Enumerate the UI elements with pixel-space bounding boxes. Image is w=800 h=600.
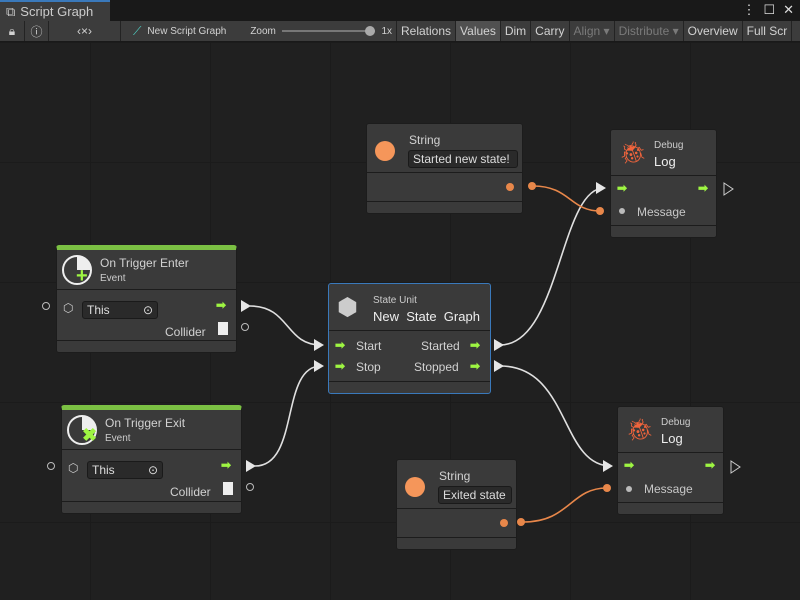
graph-breadcrumb: ⟋ New Script Graph Zoom 1x [121, 21, 397, 41]
node-title: New State Graph [373, 309, 480, 324]
bug-icon: 🐞︎ [619, 140, 647, 165]
relations-button[interactable]: Relations [397, 21, 457, 41]
wire-exit-stop [254, 365, 322, 467]
message-label: Message [637, 205, 686, 219]
string-node-2[interactable]: String Exited state [396, 459, 517, 550]
enter-arrow-icon[interactable]: ➡ [624, 458, 635, 472]
distribute-dropdown[interactable]: Distribute ▾ [615, 21, 684, 41]
full-screen-button[interactable]: Full Scr [743, 21, 793, 41]
graph-icon: ⧉ [6, 3, 16, 19]
node-category: Debug [661, 417, 691, 428]
gameobject-cube-icon: ⬡ [63, 301, 74, 315]
debug-log-node-2[interactable]: 🐞︎ Debug Log ➡ ➡ Message [617, 406, 724, 515]
message-port[interactable] [619, 208, 625, 214]
node-subtitle: Event [100, 273, 126, 284]
string-output-port[interactable] [506, 183, 514, 191]
collider-doc-icon [218, 322, 228, 335]
node-title: On Trigger Exit [105, 416, 186, 430]
zoom-label: Zoom [250, 25, 276, 37]
string-icon [375, 141, 395, 161]
lock-icon[interactable]: 🔒︎ [0, 21, 25, 41]
target-field[interactable]: This⊙ [87, 461, 163, 479]
graph-name[interactable]: New Script Graph [147, 25, 227, 37]
wire-enter-start [249, 305, 322, 346]
node-category: State Unit [373, 295, 417, 306]
node-subtitle: Event [105, 433, 131, 444]
more-menu-icon[interactable]: ⋮ [742, 2, 756, 17]
overview-button[interactable]: Overview [684, 21, 743, 41]
zoom-value: 1x [381, 25, 392, 37]
cross-icon: ✖ [82, 425, 98, 445]
target-field[interactable]: This⊙ [82, 301, 158, 319]
collider-doc-icon [223, 482, 233, 495]
message-port[interactable] [626, 486, 632, 492]
start-arrow-icon[interactable]: ➡ [335, 338, 346, 352]
node-title: String [439, 469, 471, 483]
target-input-port[interactable] [42, 302, 50, 310]
toolbar: 🔒︎ ⓘ ‹×› ⟋ New Script Graph Zoom 1x Rela… [0, 21, 800, 42]
stopped-arrow-icon[interactable]: ➡ [470, 359, 481, 373]
on-trigger-exit-node[interactable]: ✖ On Trigger Exit Event ⬡ This⊙ ➡ Collid… [61, 405, 242, 514]
tab-title: Script Graph [20, 4, 94, 19]
maximize-icon[interactable]: ☐ [763, 2, 776, 17]
values-button[interactable]: Values [456, 21, 501, 41]
align-dropdown[interactable]: Align ▾ [570, 21, 615, 41]
gameobject-cube-icon: ⬡ [68, 461, 79, 475]
enter-arrow-icon[interactable]: ➡ [617, 181, 628, 195]
node-category: Debug [654, 140, 684, 151]
node-title: Log [654, 154, 676, 169]
dim-button[interactable]: Dim [501, 21, 532, 41]
wire-string1-message [532, 185, 601, 212]
trigger-out-arrow-icon[interactable]: ➡ [216, 298, 227, 312]
collider-output-port[interactable] [246, 483, 254, 491]
collider-label: Collider [165, 325, 206, 339]
wire-started-log1 [499, 187, 605, 346]
variables-icon[interactable]: ‹×› [49, 21, 121, 41]
graph-node-icon: ⟋ [133, 23, 142, 38]
stopped-label: Stopped [414, 360, 459, 374]
trigger-out-arrow-icon[interactable]: ➡ [221, 458, 232, 472]
tab-script-graph[interactable]: ⧉ Script Graph [0, 0, 110, 21]
started-label: Started [421, 339, 460, 353]
wire-stopped-log2 [499, 365, 612, 467]
close-icon[interactable]: ✕ [783, 2, 794, 17]
node-title: String [409, 133, 441, 147]
trigger-event-icon [67, 415, 97, 445]
debug-log-node-1[interactable]: 🐞︎ Debug Log ➡ ➡ Message [610, 129, 717, 238]
title-bar: ⧉ Script Graph ⋮ ☐ ✕ [0, 0, 800, 21]
bug-icon: 🐞︎ [626, 417, 654, 442]
target-input-port[interactable] [47, 462, 55, 470]
trigger-event-icon [62, 255, 92, 285]
state-unit-icon: ⬢ [337, 294, 358, 321]
node-title: On Trigger Enter [100, 256, 189, 270]
state-unit-node[interactable]: ⬢ State Unit New State Graph ➡ Start Sta… [328, 283, 491, 394]
zoom-slider[interactable] [281, 26, 376, 36]
carry-button[interactable]: Carry [531, 21, 570, 41]
plus-icon: + [76, 265, 88, 287]
message-label: Message [644, 482, 693, 496]
string-node-1[interactable]: String Started new state! [366, 123, 523, 214]
start-label: Start [356, 339, 382, 353]
on-trigger-enter-node[interactable]: + On Trigger Enter Event ⬡ This⊙ ➡ Colli… [56, 245, 237, 353]
exit-arrow-icon[interactable]: ➡ [705, 458, 716, 472]
stop-label: Stop [356, 360, 381, 374]
exit-arrow-icon[interactable]: ➡ [698, 181, 709, 195]
string-output-port[interactable] [500, 519, 508, 527]
collider-label: Collider [170, 485, 211, 499]
string-value-input[interactable]: Exited state [438, 486, 512, 504]
string-value-input[interactable]: Started new state! [408, 150, 518, 168]
node-title: Log [661, 431, 683, 446]
string-icon [405, 477, 425, 497]
started-arrow-icon[interactable]: ➡ [470, 338, 481, 352]
wire-string2-message [522, 487, 608, 523]
stop-arrow-icon[interactable]: ➡ [335, 359, 346, 373]
collider-output-port[interactable] [241, 323, 249, 331]
info-icon[interactable]: ⓘ [25, 21, 49, 41]
